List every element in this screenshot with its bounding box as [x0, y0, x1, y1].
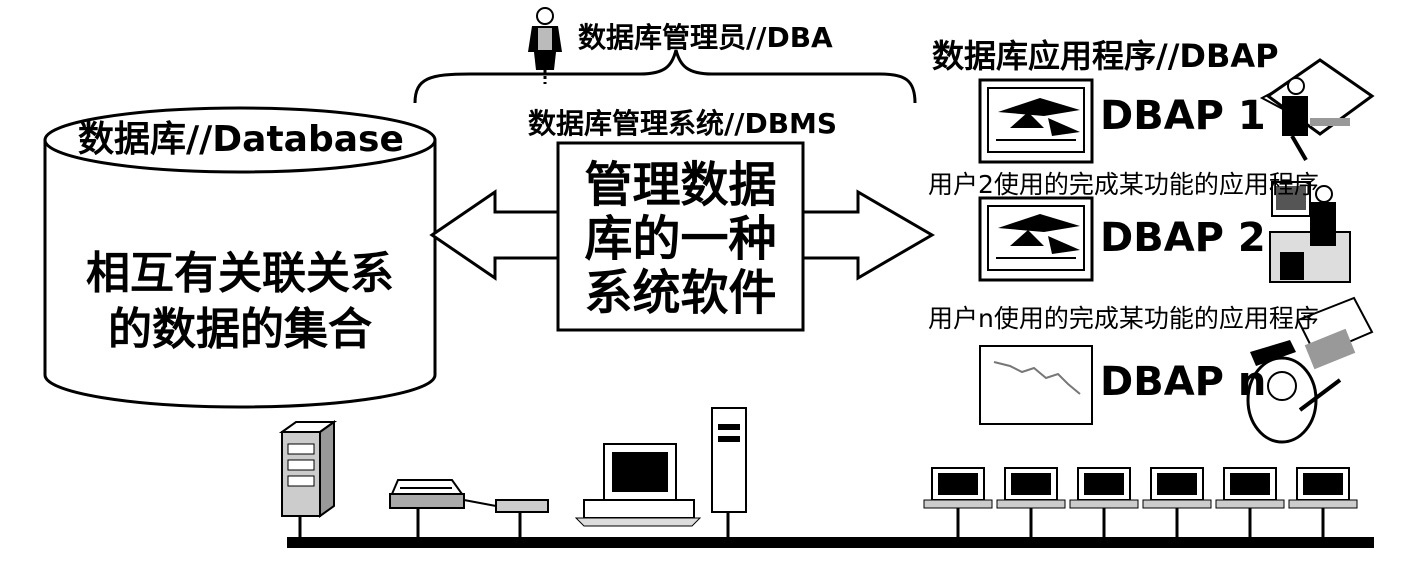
dbap1-label: DBAP 1	[1100, 93, 1266, 139]
dba-person-icon	[528, 7, 562, 84]
dbms-description-line: 库的一种	[584, 211, 777, 267]
dbms-description-line: 系统软件	[584, 265, 777, 321]
database-description: 相互有关联关系 的数据的集合	[45, 246, 435, 358]
dbms-box	[556, 141, 805, 332]
user1-desk-icon	[1259, 58, 1375, 162]
dbms-description-line: 管理数据	[584, 157, 777, 213]
dbapn-label: DBAP n	[1100, 359, 1267, 405]
dba-brace	[413, 49, 917, 104]
database-description-line: 的数据的集合	[108, 304, 372, 355]
dbap-header: 数据库应用程序//DBAP	[932, 37, 1279, 75]
dbms-description: 管理数据 库的一种 系统软件	[558, 158, 803, 320]
database-description-line: 相互有关联关系	[86, 248, 394, 299]
dbapn-monitor-icon	[979, 345, 1093, 425]
terminal-icon	[1215, 467, 1285, 538]
printer-icon	[389, 479, 497, 538]
database-label: 数据库//Database	[78, 119, 404, 160]
dbap2-caption: 用户n使用的完成某功能的应用程序	[928, 304, 1319, 333]
network-bus	[287, 537, 1374, 548]
terminal-icon	[923, 467, 993, 538]
desktop-pc-icon	[574, 407, 747, 538]
dbap2-monitor-icon	[978, 196, 1094, 282]
dbap1-monitor-icon	[978, 78, 1094, 164]
terminal-icon	[1142, 467, 1212, 538]
database-cylinder	[43, 106, 437, 409]
terminal-icon	[1288, 467, 1358, 538]
terminal-icon	[996, 467, 1066, 538]
usern-desk-icon	[1246, 296, 1374, 444]
dba-label: 数据库管理员//DBA	[578, 21, 833, 54]
dbap1-caption: 用户2使用的完成某功能的应用程序	[928, 170, 1319, 199]
workstation-terminals	[923, 467, 1358, 538]
server-tower-icon	[278, 420, 338, 538]
dbap2-label: DBAP 2	[1100, 215, 1266, 261]
dbms-label: 数据库管理系统//DBMS	[528, 107, 838, 140]
user2-desk-icon	[1269, 181, 1351, 283]
modem-icon	[495, 499, 549, 538]
terminal-icon	[1069, 467, 1139, 538]
